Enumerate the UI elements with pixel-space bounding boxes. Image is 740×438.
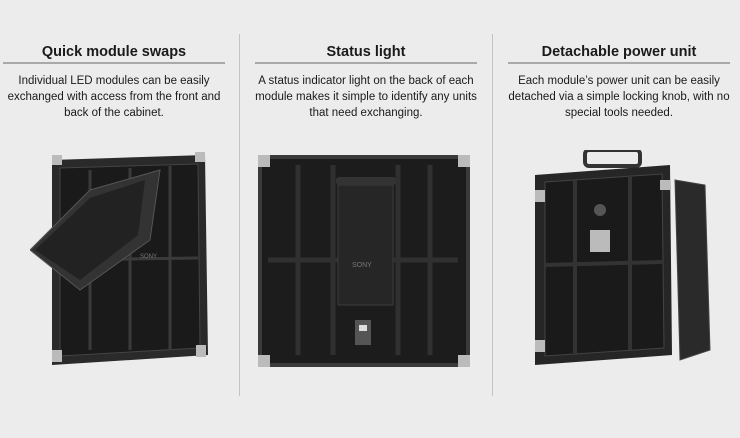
column-divider (239, 34, 240, 396)
cabinet-power-unit-image (535, 150, 711, 365)
sony-logo: SONY (352, 262, 372, 269)
status-light (359, 325, 367, 331)
column-divider (492, 34, 493, 396)
divider (508, 62, 730, 64)
cabinet-status-light-image: SONY (258, 155, 470, 367)
divider (3, 62, 225, 64)
feature-title: Detachable power unit (541, 44, 697, 60)
feature-description: A status indicator light on the back of … (255, 75, 477, 119)
feature-title: Status light (326, 44, 406, 60)
divider (255, 62, 477, 64)
feature-description: Individual LED modules can be easily exc… (7, 75, 221, 119)
feature-description: Each module’s power unit can be easily d… (508, 75, 730, 119)
cabinet-module-swap-image: SONY (30, 152, 208, 365)
feature-title: Quick module swaps (41, 44, 187, 60)
sony-logo: SONY (140, 254, 157, 260)
